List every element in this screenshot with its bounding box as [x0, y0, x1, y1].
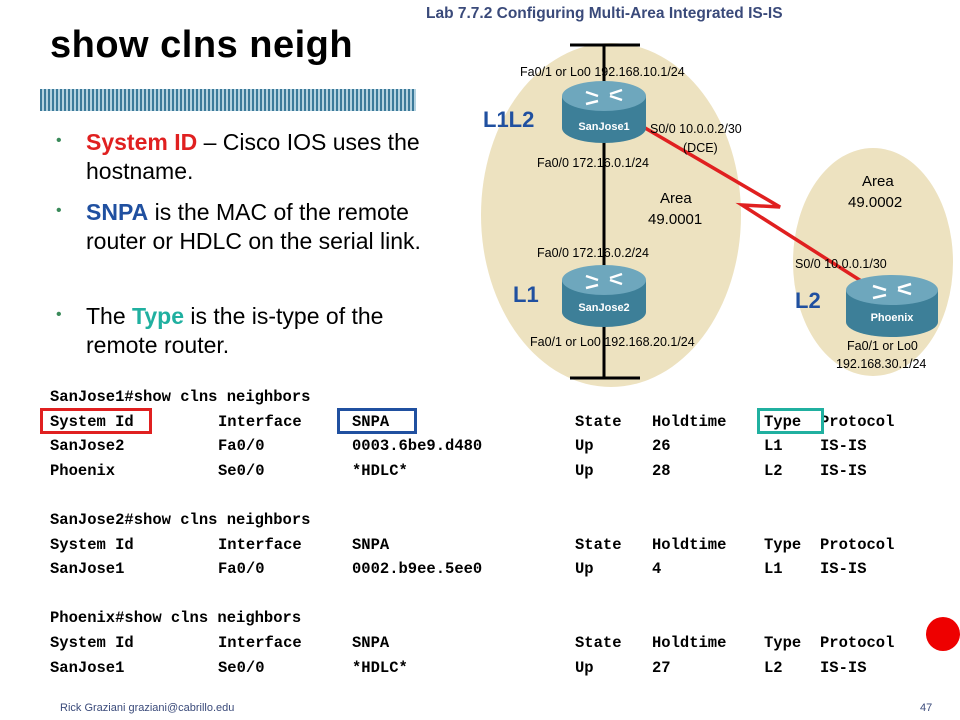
bullet-text: – Cisco IOS uses the hostname. [86, 129, 420, 184]
cli-cell: Protocol [820, 412, 895, 431]
cli-cell: Fa0/0 [218, 560, 265, 579]
level-label-l1: L1 [513, 282, 539, 307]
area2-label: Area [862, 173, 894, 190]
level-label-l2: L2 [795, 288, 821, 313]
cli-cell: 27 [652, 658, 671, 677]
title-underline-bar [40, 89, 416, 111]
cli-cell: System Id [50, 412, 134, 431]
cli-cell: Holdtime [652, 535, 727, 554]
router-phoenix-icon: Phoenix [846, 275, 938, 337]
record-dot-icon [926, 617, 960, 651]
cli-cell: IS-IS [820, 437, 867, 456]
cli-cell: System Id [50, 634, 134, 652]
dce-label: (DCE) [683, 141, 718, 155]
cli-cell: L2 [764, 658, 783, 677]
cli-cell: Up [575, 560, 594, 579]
router-sanjose2-icon: SanJose2 [562, 265, 646, 327]
page-number: 47 [920, 702, 933, 714]
bullet-highlight: System ID [86, 129, 198, 155]
lab-title: Lab 7.7.2 Configuring Multi-Area Integra… [426, 5, 783, 22]
cli-cell: L2 [764, 461, 783, 480]
slide-title: show clns neigh [50, 24, 354, 66]
cli-cell: Interface [218, 634, 302, 652]
cli-cell: SanJose1 [50, 560, 125, 579]
cli-cell: Interface [218, 412, 302, 431]
phoenix-s00-label: S0/0 10.0.0.1/30 [795, 257, 887, 271]
cli-cell: SNPA [352, 535, 390, 554]
cli-cell: Type [764, 412, 802, 431]
bullet-dot-icon: • [56, 306, 62, 323]
cli-cell: 26 [652, 437, 671, 456]
cli-cell: SNPA [352, 634, 390, 652]
cli-cell: State [575, 535, 622, 554]
router-sanjose1-icon: SanJose1 [562, 81, 646, 143]
cli-cell: State [575, 412, 622, 431]
area1-id: 49.0001 [648, 211, 702, 228]
cli-cell: Up [575, 461, 594, 480]
cli-cell: Type [764, 634, 802, 652]
cli-cell: *HDLC* [352, 658, 408, 677]
system-id-highlight-box [40, 408, 152, 434]
router-name: SanJose1 [578, 121, 629, 133]
footer-author: Rick Graziani graziani@cabrillo.edu [60, 702, 235, 714]
cli-cell: L1 [764, 437, 783, 456]
phoenix-lo-label-line2: 192.168.30.1/24 [836, 357, 926, 371]
sanjose1-s00-label: S0/0 10.0.0.2/30 [650, 122, 742, 136]
cli-cell: State [575, 634, 622, 652]
cli-cell: Protocol [820, 634, 895, 652]
cli-cell: IS-IS [820, 461, 867, 480]
cli-cell: SanJose2 [50, 437, 125, 456]
cli-cell: L1 [764, 560, 783, 579]
cli-cell: 0003.6be9.d480 [352, 437, 483, 456]
cli-cell: Type [764, 535, 802, 554]
cli-prompt: Phoenix#show clns neighbors [50, 609, 302, 628]
area-49-0001-region [481, 43, 741, 387]
cli-cell: SanJose1 [50, 658, 125, 677]
cli-cell: Se0/0 [218, 461, 265, 480]
cli-prompt: SanJose2#show clns neighbors [50, 511, 311, 529]
cli-cell: *HDLC* [352, 461, 408, 480]
sanjose2-fa00-label: Fa0/0 172.16.0.2/24 [537, 246, 649, 260]
cli-cell: 4 [652, 560, 662, 579]
cli-cell: Protocol [820, 535, 895, 554]
bullet-text: is the is-type of the remote router. [86, 303, 384, 358]
snpa-highlight-box [337, 408, 417, 434]
cli-cell: Interface [218, 535, 302, 554]
type-highlight-box [757, 408, 824, 434]
cli-cell: SNPA [352, 412, 390, 431]
bullet-dot-icon: • [56, 202, 62, 219]
cli-cell: Se0/0 [218, 658, 265, 677]
cli-cell: Up [575, 658, 594, 677]
bullet-text: is the MAC of the remote router or HDLC … [86, 199, 421, 254]
cli-cell: 28 [652, 461, 671, 480]
router-name: SanJose2 [578, 302, 629, 314]
cli-cell: IS-IS [820, 658, 867, 677]
phoenix-lo-label-line1: Fa0/1 or Lo0 [847, 339, 918, 353]
cli-cell: Phoenix [50, 461, 116, 480]
bullet-prefix: The [86, 303, 133, 329]
bullet-highlight: SNPA [86, 199, 149, 225]
level-label-l1l2: L1L2 [483, 107, 534, 132]
area1-label: Area [660, 190, 692, 207]
cli-prompt: SanJose1#show clns neighbors [50, 388, 311, 406]
serial-link-lightning [639, 123, 881, 295]
cli-cell: 0002.b9ee.5ee0 [352, 560, 483, 579]
cli-cell: IS-IS [820, 560, 867, 579]
sanjose1-fa00-label: Fa0/0 172.16.0.1/24 [537, 156, 649, 170]
sanjose2-lo-label: Fa0/1 or Lo0 192.168.20.1/24 [530, 335, 695, 349]
bullet-dot-icon: • [56, 132, 62, 149]
sanjose1-lo-label: Fa0/1 or Lo0 192.168.10.1/24 [520, 65, 685, 79]
cli-cell: Holdtime [652, 634, 727, 652]
cli-cell: Holdtime [652, 412, 727, 431]
area2-id: 49.0002 [848, 194, 902, 211]
cli-cell: Fa0/0 [218, 437, 265, 456]
router-name: Phoenix [871, 312, 915, 324]
bullet-highlight: Type [132, 303, 185, 329]
cli-cell: Up [575, 437, 594, 456]
cli-cell: System Id [50, 535, 134, 554]
